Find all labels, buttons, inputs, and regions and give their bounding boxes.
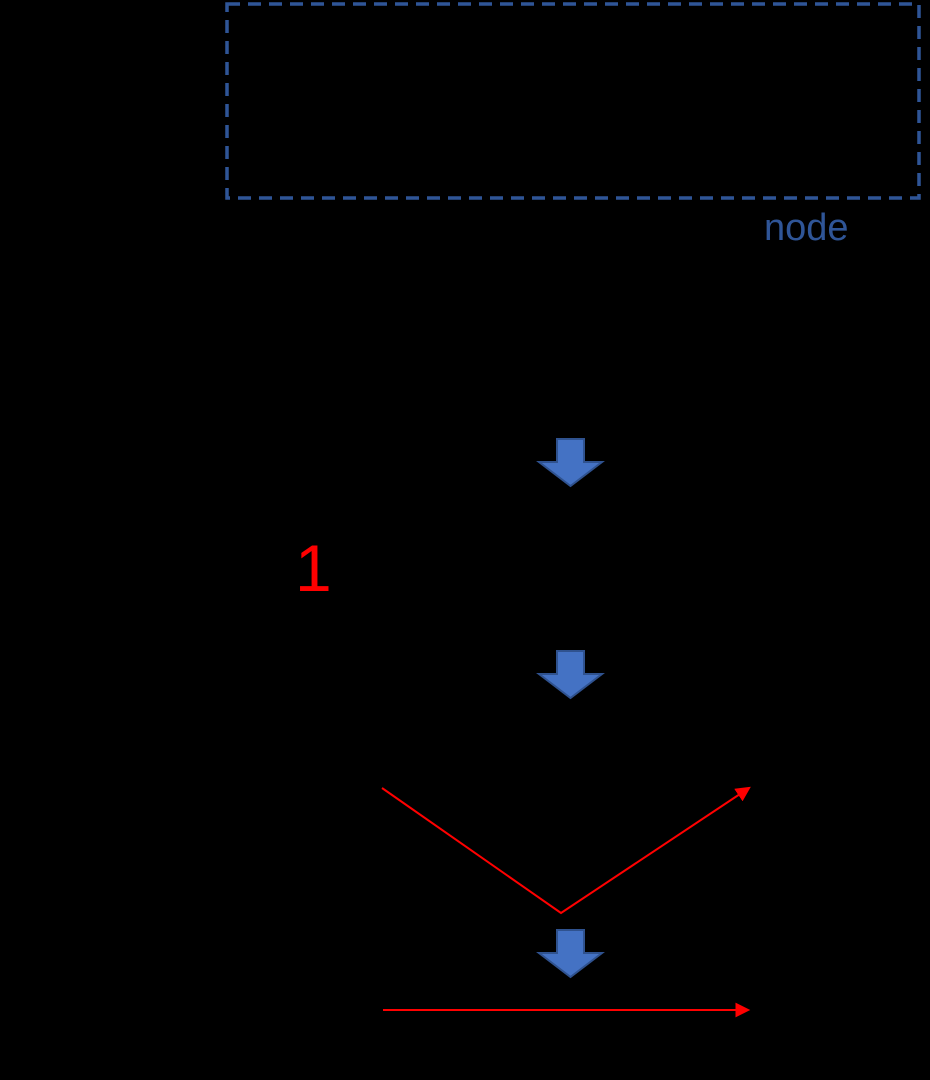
down-block-arrow-1 — [536, 438, 605, 488]
down-block-arrow-2 — [536, 650, 605, 700]
step-1-marker: 1 — [295, 531, 332, 605]
down-block-arrow-3 — [536, 929, 605, 979]
v-shaped-arrow — [381, 786, 751, 915]
node-label: node — [764, 207, 849, 249]
node-dashed-box — [225, 2, 921, 200]
